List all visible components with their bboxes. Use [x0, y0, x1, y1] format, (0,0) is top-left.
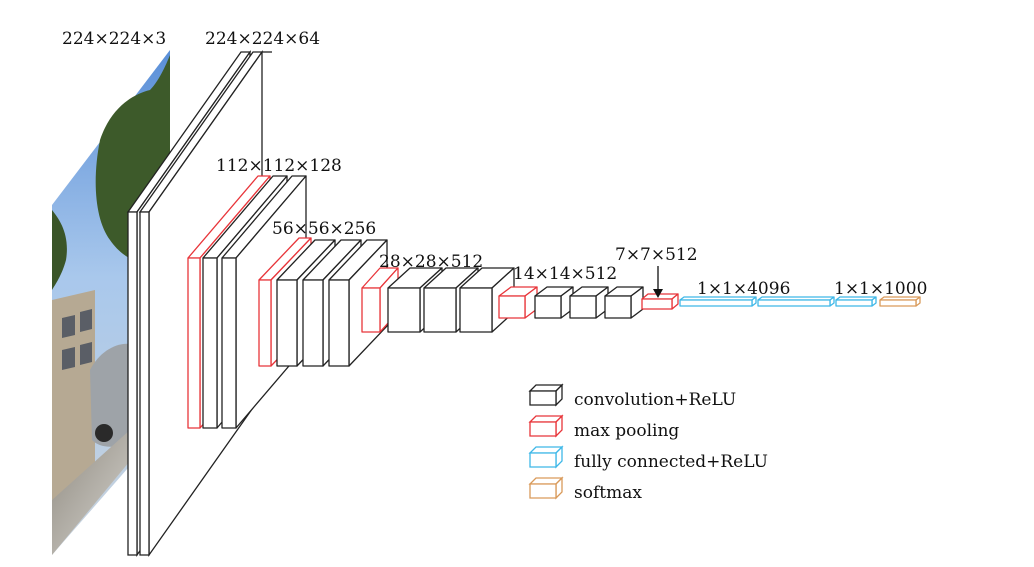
block-label-softmax: 1×1×1000: [834, 279, 927, 299]
pool5-block: [641, 293, 679, 310]
legend-label-softmax: softmax: [574, 483, 642, 503]
fc-block-1: [679, 296, 757, 307]
input-image: [52, 50, 170, 555]
pool5-arrow: [653, 266, 663, 298]
legend-icon-fc: [528, 445, 564, 469]
pool4-block: [498, 286, 538, 319]
legend-label-pool: max pooling: [574, 421, 679, 441]
input-dim-label: 224×224×3: [62, 29, 166, 49]
block-label-conv3: 56×56×256: [272, 219, 376, 239]
fc-block-3: [835, 296, 877, 307]
legend-icon-conv: [528, 383, 564, 407]
fc-block-2: [757, 296, 835, 307]
conv5-block-b: [569, 286, 609, 319]
conv5-block-c: [604, 286, 644, 319]
legend-icon-pool: [528, 414, 564, 438]
conv5-block-a: [534, 286, 574, 319]
legend-label-conv: convolution+ReLU: [574, 390, 736, 410]
block-label-conv4: 28×28×512: [379, 252, 483, 272]
block-label-fc: 1×1×4096: [697, 279, 790, 299]
block-label-conv5: 14×14×512: [513, 264, 617, 284]
block-label-conv1: 224×224×64: [205, 29, 320, 49]
legend-label-fc: fully connected+ReLU: [574, 452, 768, 472]
legend: convolution+ReLU max pooling fully conne…: [528, 383, 768, 503]
softmax-block: [879, 296, 921, 307]
legend-icon-softmax: [528, 476, 564, 500]
block-label-pool5: 7×7×512: [615, 245, 698, 265]
block-label-conv2: 112×112×128: [216, 156, 342, 176]
